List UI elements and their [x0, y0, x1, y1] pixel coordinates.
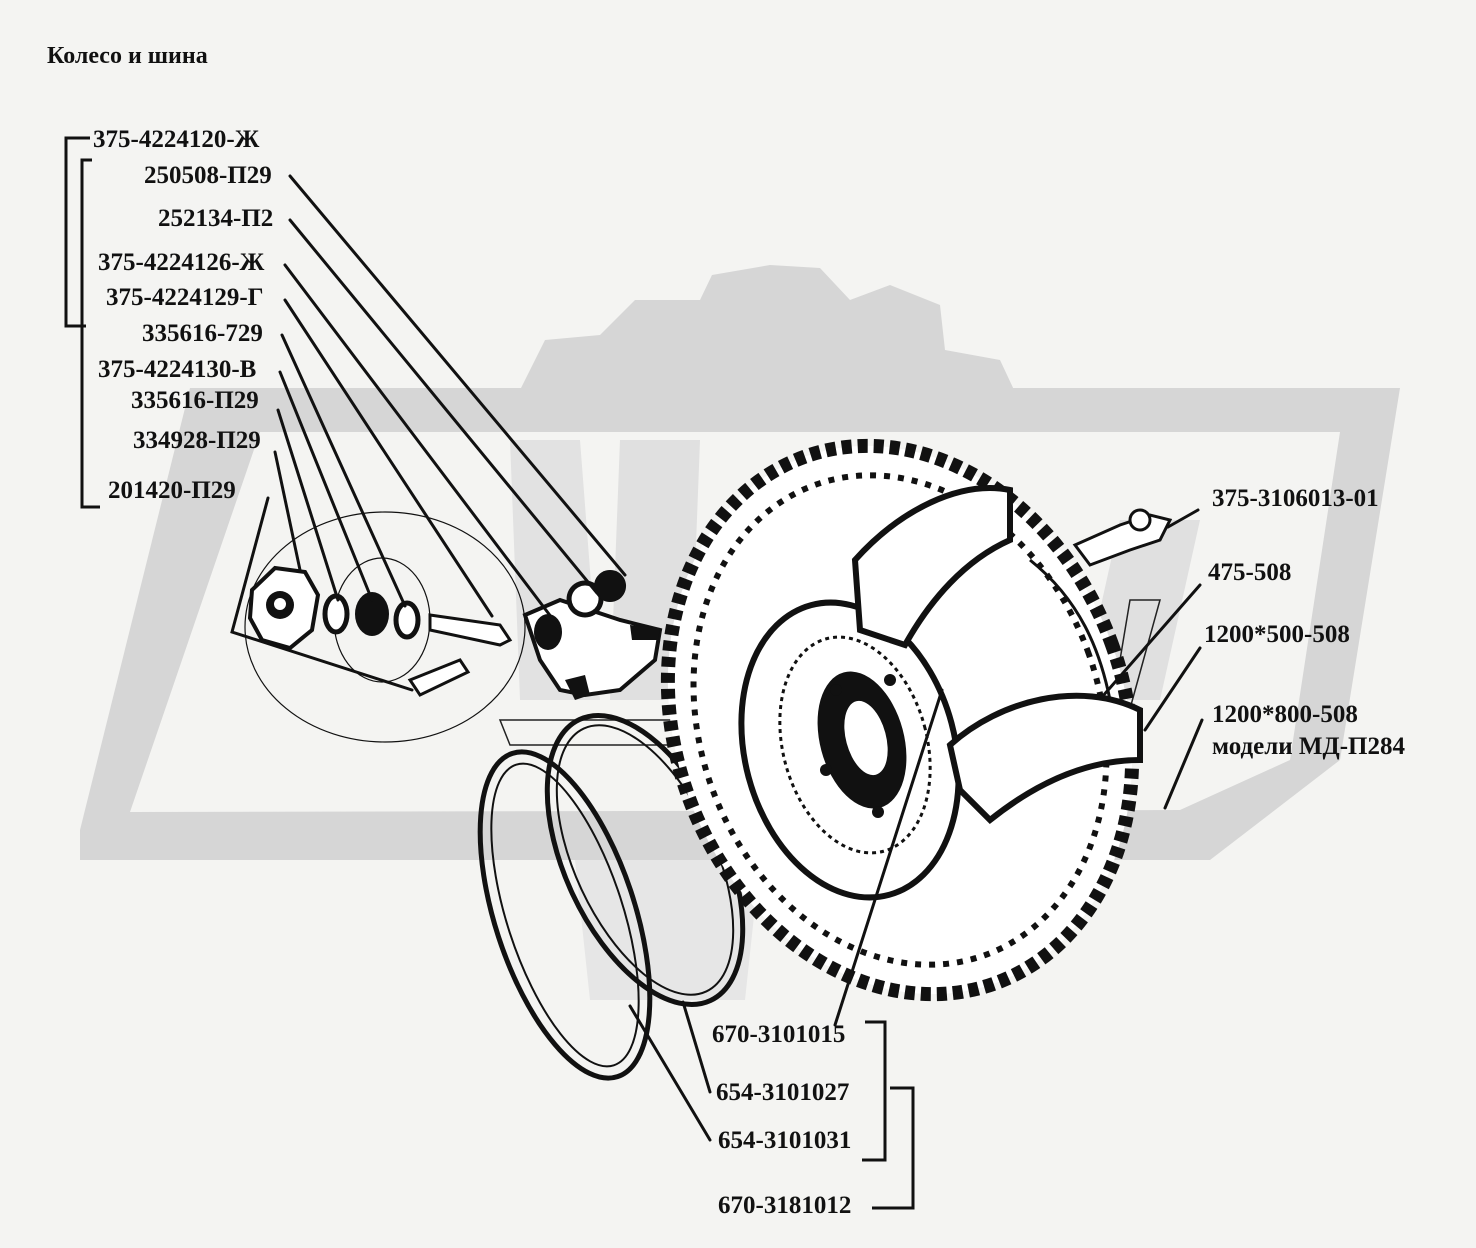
label-250508: 250508-П29: [144, 162, 272, 189]
brackets: [64, 136, 915, 1210]
page-title: Колесо и шина: [47, 43, 208, 69]
label-375-4224130: 375-4224130-В: [98, 356, 256, 383]
label-335616-729: 335616-729: [142, 320, 263, 347]
label-375-4224129: 375-4224129-Г: [106, 284, 264, 311]
cap-part-icon: [1072, 508, 1173, 567]
label-1200-500: 1200*500-508: [1204, 621, 1350, 648]
tire-illustration-icon: [660, 438, 1143, 1002]
label-375-4224120: 375-4224120-Ж: [93, 126, 260, 153]
label-654-3101027: 654-3101027: [716, 1079, 849, 1106]
leader-lines: [230, 174, 1204, 1142]
label-1200-800-model: модели МД-П284: [1212, 733, 1405, 760]
label-670-3181012: 670-3181012: [718, 1192, 851, 1219]
label-334928: 334928-П29: [133, 427, 261, 454]
label-654-3101031: 654-3101031: [718, 1127, 851, 1154]
label-201420: 201420-П29: [108, 477, 236, 504]
label-475-508: 475-508: [1208, 559, 1291, 586]
label-252134: 252134-П2: [158, 205, 273, 232]
label-1200-800: 1200*800-508: [1212, 701, 1358, 728]
label-670-3101015: 670-3101015: [712, 1021, 845, 1048]
label-375-4224126: 375-4224126-Ж: [98, 249, 265, 276]
label-335616-p29: 335616-П29: [131, 387, 259, 414]
label-375-3106013: 375-3106013-01: [1212, 485, 1379, 512]
